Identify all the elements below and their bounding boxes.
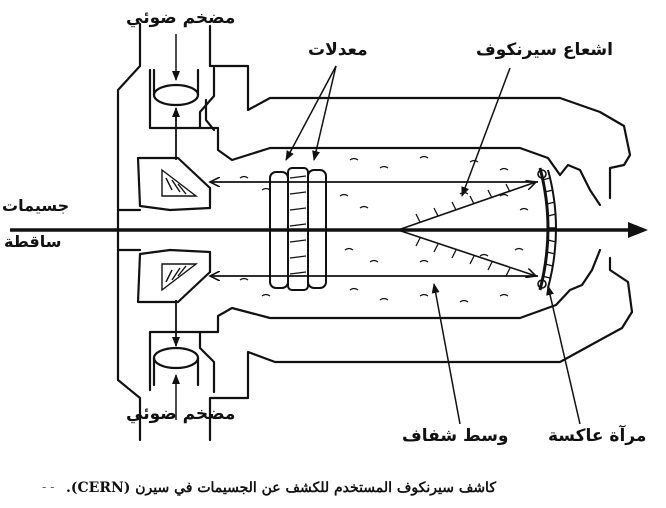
label-photomultiplier-top: مضخم ضوئي — [126, 8, 236, 28]
caption-dash: - - — [42, 480, 55, 494]
bottom-photomultiplier — [152, 346, 200, 370]
label-particles: جسيمات — [2, 196, 70, 215]
label-mirror: مرآة عاكسة — [548, 426, 647, 446]
cherenkov-cone — [397, 182, 536, 276]
medium-texture — [239, 155, 529, 303]
label-incident: ساقطة — [4, 232, 62, 251]
inner-housing — [198, 98, 602, 334]
label-radiators: معدلات — [308, 40, 368, 60]
label-photomultiplier-bottom: مضخم ضوئي — [126, 404, 236, 424]
figure-caption: كاشف سيرنكوف المستخدم للكشف عن الجسيمات … — [66, 480, 496, 496]
top-photomultiplier — [152, 83, 200, 107]
outer-housing — [116, 22, 634, 442]
upper-collector-box — [136, 156, 212, 212]
lower-collector-box — [136, 248, 212, 304]
label-cherenkov-radiation: اشعاع سيرنكوف — [476, 40, 613, 60]
label-transparent-medium: وسط شفاف — [402, 426, 509, 446]
